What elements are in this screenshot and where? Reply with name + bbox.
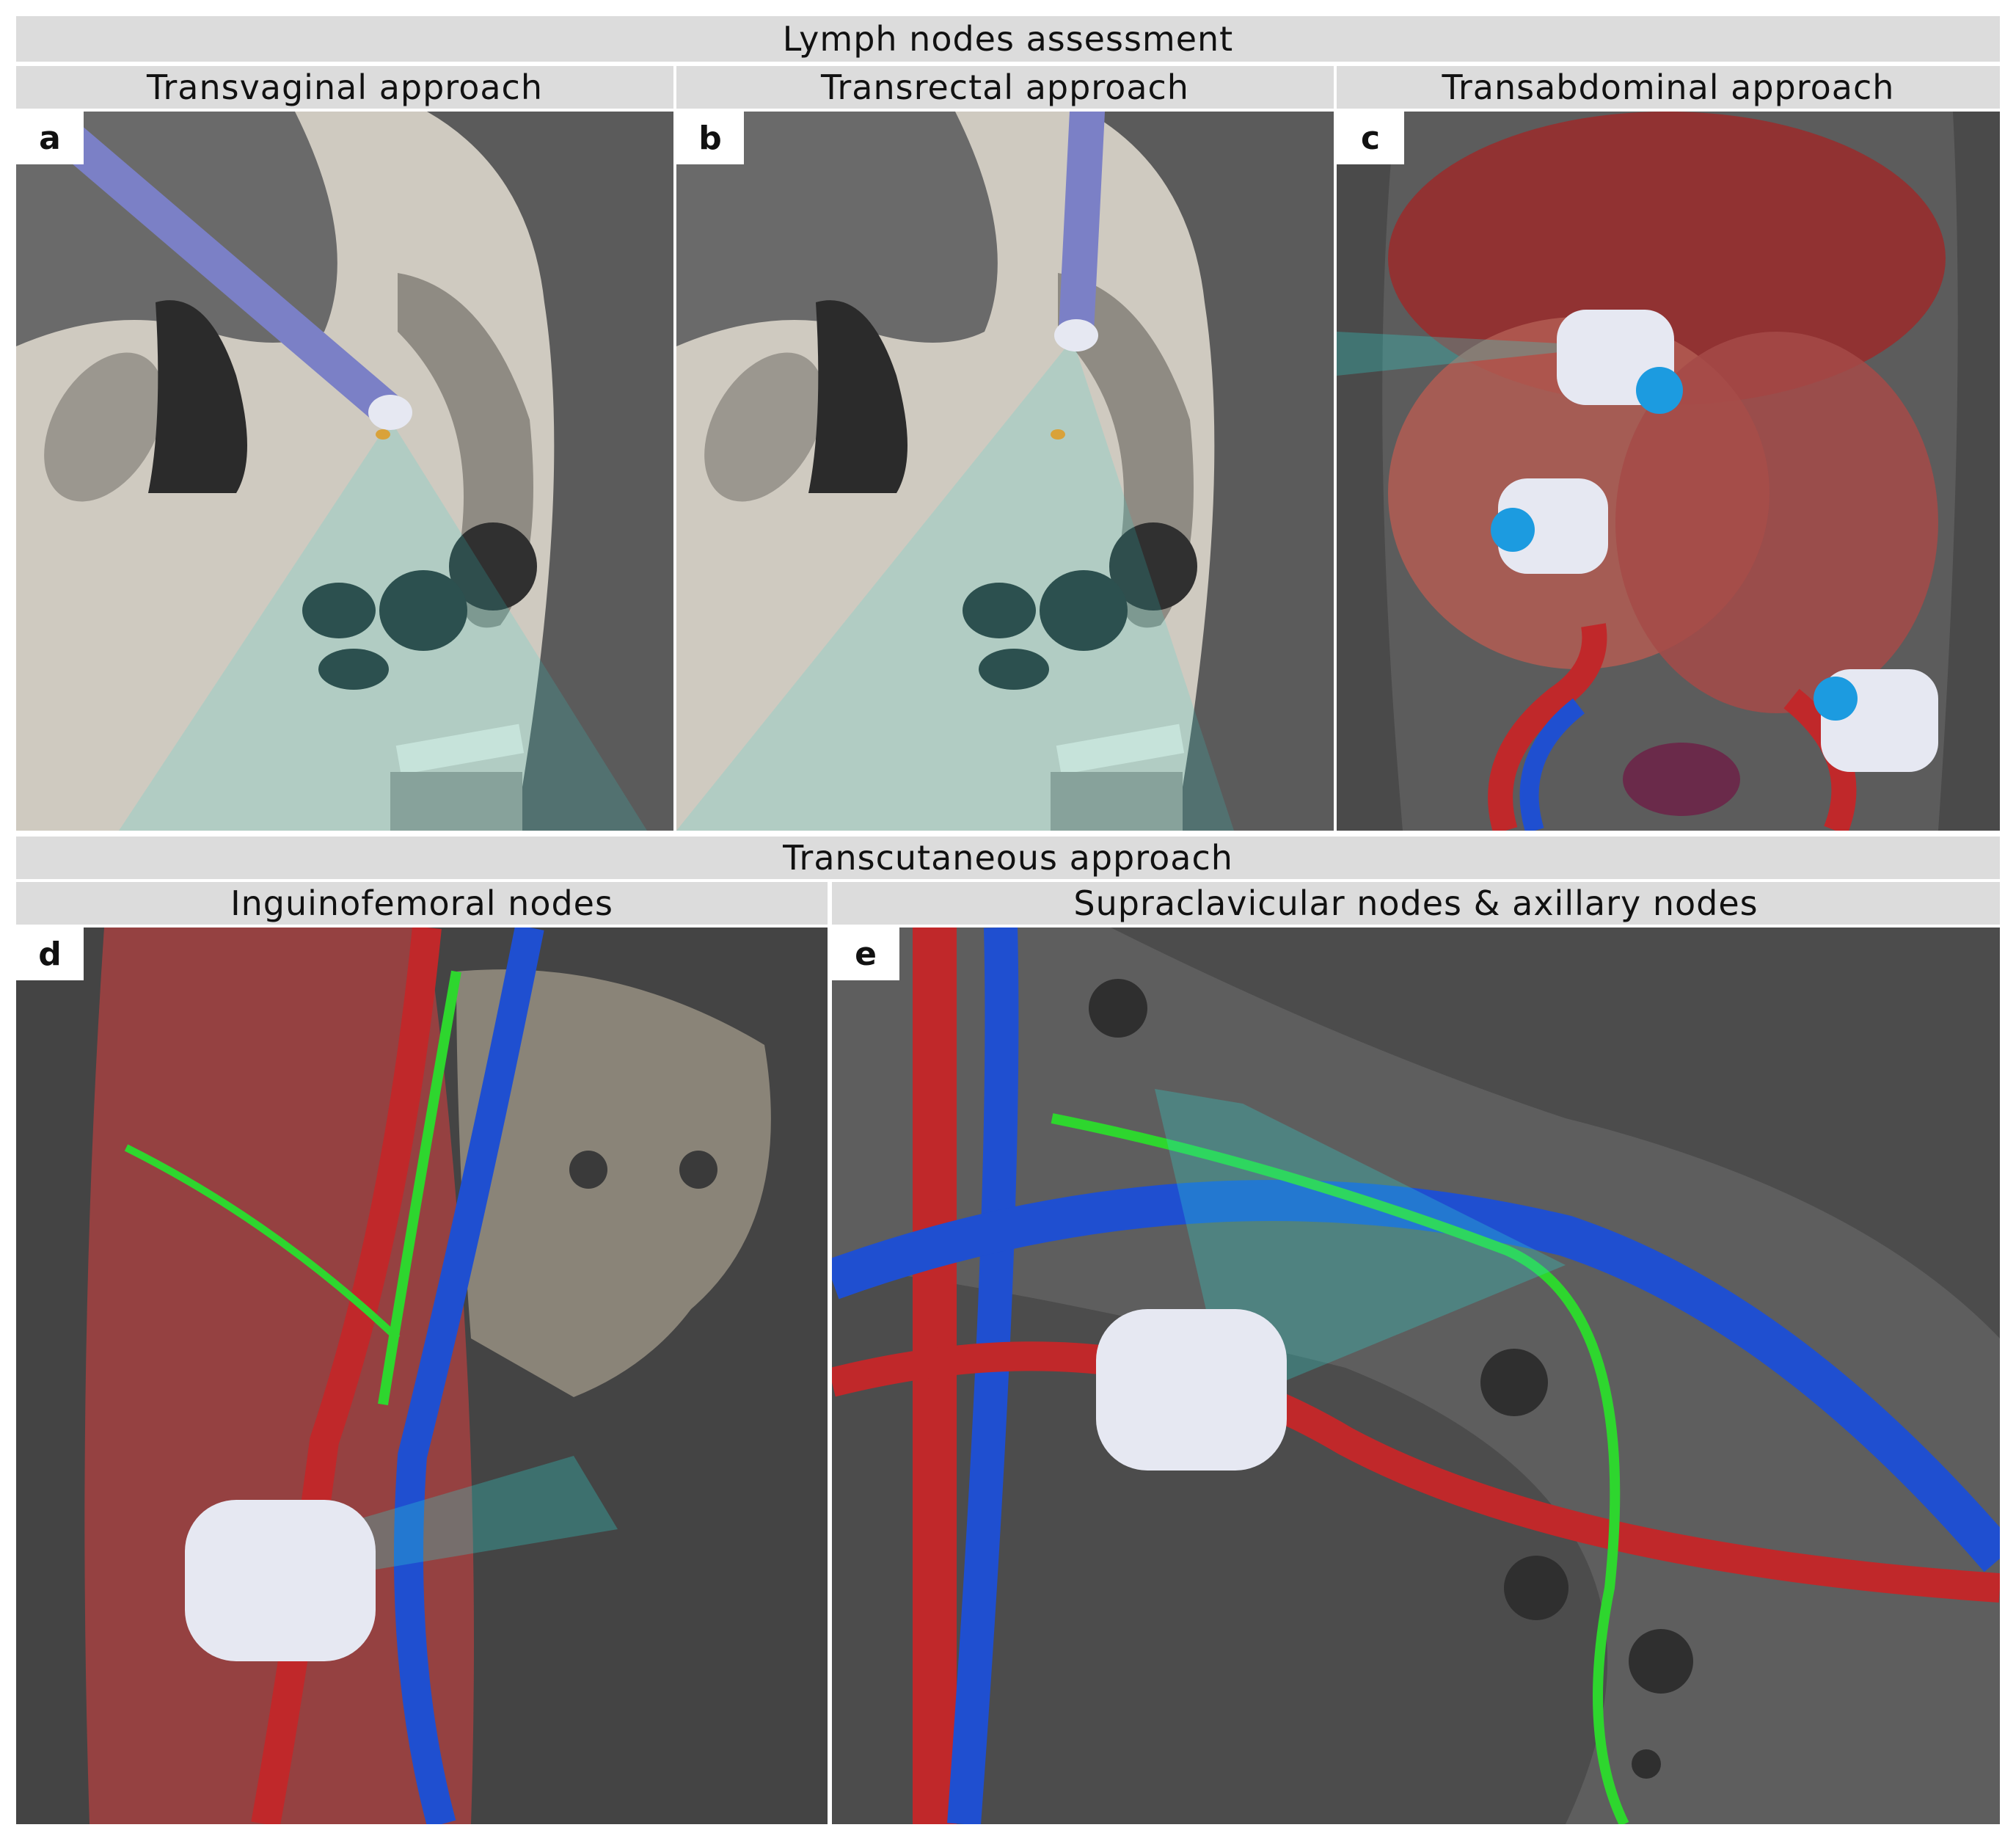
header-transrectal: Transrectal approach <box>676 66 1334 109</box>
header-supraclavicular-axillary: Supraclavicular nodes & axillary nodes <box>832 882 2000 925</box>
panel-b-transrectal: b <box>676 112 1334 831</box>
panel-d-inguinofemoral: d <box>16 928 828 1824</box>
shoulder-illustration-e <box>832 928 2000 1824</box>
pelvis-sagittal-illustration-b <box>676 112 1334 831</box>
abdomen-illustration-c <box>1337 112 1958 831</box>
figure-title: Lymph nodes assessment <box>16 16 2000 62</box>
header-inguinofemoral: Inguinofemoral nodes <box>16 882 828 925</box>
panel-label-e: e <box>832 928 899 980</box>
header-transabdominal: Transabdominal approach <box>1337 66 2000 109</box>
panel-label-b: b <box>676 112 744 164</box>
panel-label-a: a <box>16 112 84 164</box>
panel-a-transvaginal: a <box>16 112 673 831</box>
section-title-transcutaneous: Transcutaneous approach <box>16 837 2000 879</box>
panel-e-supraclavicular-axillary: e <box>832 928 2000 1824</box>
panel-label-c: c <box>1337 112 1404 164</box>
pelvis-sagittal-illustration-a <box>16 112 673 831</box>
panel-c-transabdominal: c <box>1337 112 2000 831</box>
panel-label-d: d <box>16 928 84 980</box>
groin-illustration-d <box>16 928 828 1824</box>
header-transvaginal: Transvaginal approach <box>16 66 673 109</box>
